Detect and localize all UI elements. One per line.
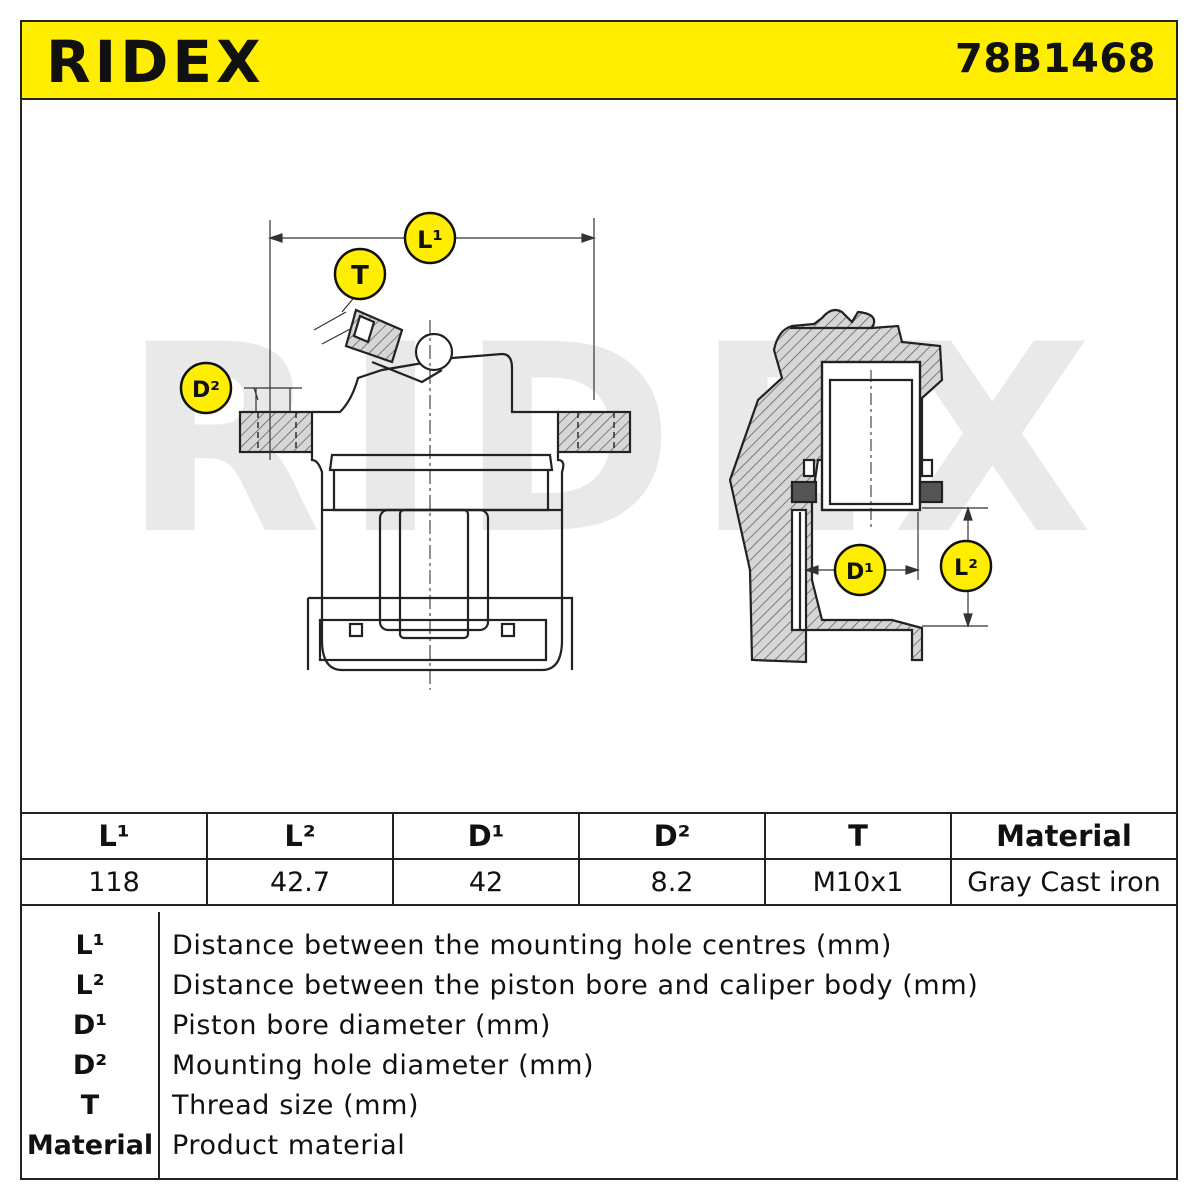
svg-text:RIDEX: RIDEX xyxy=(46,30,265,90)
dimension-lines-right xyxy=(804,506,988,628)
legend-desc: Piston bore diameter (mm) xyxy=(172,1010,552,1041)
legend-row: T Thread size (mm) xyxy=(22,1086,1172,1126)
legend-row: D² Mounting hole diameter (mm) xyxy=(22,1046,1172,1086)
spec-value-row: 118 42.7 42 8.2 M10x1 Gray Cast iron xyxy=(20,858,1178,906)
badge-d2: D² xyxy=(179,361,233,415)
value-d1: 42 xyxy=(392,858,580,906)
legend-desc: Mounting hole diameter (mm) xyxy=(172,1050,595,1081)
legend-key: D² xyxy=(72,1050,108,1081)
svg-text:T: T xyxy=(351,261,369,291)
part-number: 78B1468 xyxy=(955,36,1156,82)
caliper-section-view xyxy=(728,308,944,664)
header-t: T xyxy=(764,812,952,860)
legend-desc: Thread size (mm) xyxy=(172,1090,420,1121)
svg-text:D²: D² xyxy=(192,378,220,403)
header-l2: L² xyxy=(206,812,394,860)
header-material: Material xyxy=(950,812,1178,860)
badge-l1: L¹ xyxy=(403,211,457,265)
legend-row: L² Distance between the piston bore and … xyxy=(22,966,1172,1006)
value-material: Gray Cast iron xyxy=(950,858,1178,906)
badge-l2: L² xyxy=(939,539,993,593)
value-l2: 42.7 xyxy=(206,858,394,906)
legend-desc: Product material xyxy=(172,1130,406,1161)
legend-row: Material Product material xyxy=(22,1126,1172,1166)
value-d2: 8.2 xyxy=(578,858,766,906)
legend-key: Material xyxy=(26,1130,154,1161)
header-bar: RIDEX 78B1468 xyxy=(20,20,1178,100)
header-d2: D² xyxy=(578,812,766,860)
legend-key: T xyxy=(80,1090,100,1121)
legend-key: L¹ xyxy=(75,930,105,961)
badge-d1: D¹ xyxy=(833,543,887,597)
value-l1: 118 xyxy=(20,858,208,906)
legend-row: L¹ Distance between the mounting hole ce… xyxy=(22,926,1172,966)
header-d1: D¹ xyxy=(392,812,580,860)
legend-desc: Distance between the piston bore and cal… xyxy=(172,970,979,1001)
svg-text:D¹: D¹ xyxy=(846,560,874,585)
caliper-front-view xyxy=(238,308,632,690)
legend-row: D¹ Piston bore diameter (mm) xyxy=(22,1006,1172,1046)
legend-desc: Distance between the mounting hole centr… xyxy=(172,930,892,961)
spec-table: L¹ L² D¹ D² T Material 118 42.7 42 8.2 M… xyxy=(20,812,1178,906)
legend-divider xyxy=(158,912,160,1178)
svg-text:L²: L² xyxy=(954,556,978,581)
value-t: M10x1 xyxy=(764,858,952,906)
legend: L¹ Distance between the mounting hole ce… xyxy=(20,912,1178,1180)
dimension-lines-left xyxy=(244,218,596,460)
spec-header-row: L¹ L² D¹ D² T Material xyxy=(20,812,1178,860)
technical-drawing: RIDEX xyxy=(122,211,1093,690)
legend-key: L² xyxy=(75,970,105,1001)
svg-text:L¹: L¹ xyxy=(417,226,443,254)
ridex-logo: RIDEX xyxy=(46,30,265,90)
header-l1: L¹ xyxy=(20,812,208,860)
legend-key: D¹ xyxy=(72,1010,108,1041)
badge-t: T xyxy=(333,247,387,301)
